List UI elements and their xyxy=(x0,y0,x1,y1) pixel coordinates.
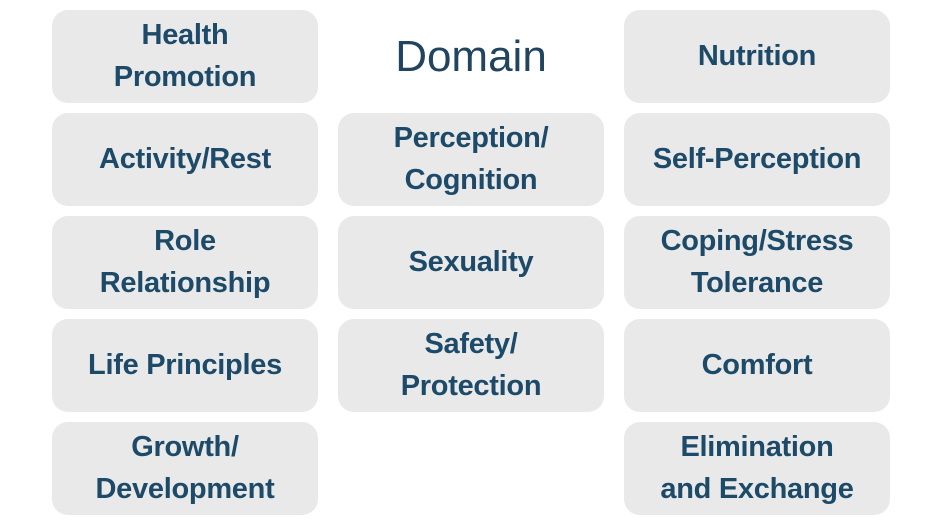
card-coping-stress-tolerance[interactable]: Coping/Stress Tolerance xyxy=(624,216,890,309)
diagram-title: Domain xyxy=(395,31,547,81)
card-growth-development[interactable]: Growth/ Development xyxy=(52,422,318,515)
card-self-perception[interactable]: Self-Perception xyxy=(624,113,890,206)
card-activity-rest[interactable]: Activity/Rest xyxy=(52,113,318,206)
card-safety-protection[interactable]: Safety/ Protection xyxy=(338,319,604,412)
card-role-relationship[interactable]: Role Relationship xyxy=(52,216,318,309)
card-life-principles[interactable]: Life Principles xyxy=(52,319,318,412)
card-elimination-and-exchange[interactable]: Elimination and Exchange xyxy=(624,422,890,515)
empty-cell xyxy=(338,422,604,515)
card-perception-cognition[interactable]: Perception/ Cognition xyxy=(338,113,604,206)
card-sexuality[interactable]: Sexuality xyxy=(338,216,604,309)
card-health-promotion[interactable]: Health Promotion xyxy=(52,10,318,103)
card-nutrition[interactable]: Nutrition xyxy=(624,10,890,103)
card-comfort[interactable]: Comfort xyxy=(624,319,890,412)
